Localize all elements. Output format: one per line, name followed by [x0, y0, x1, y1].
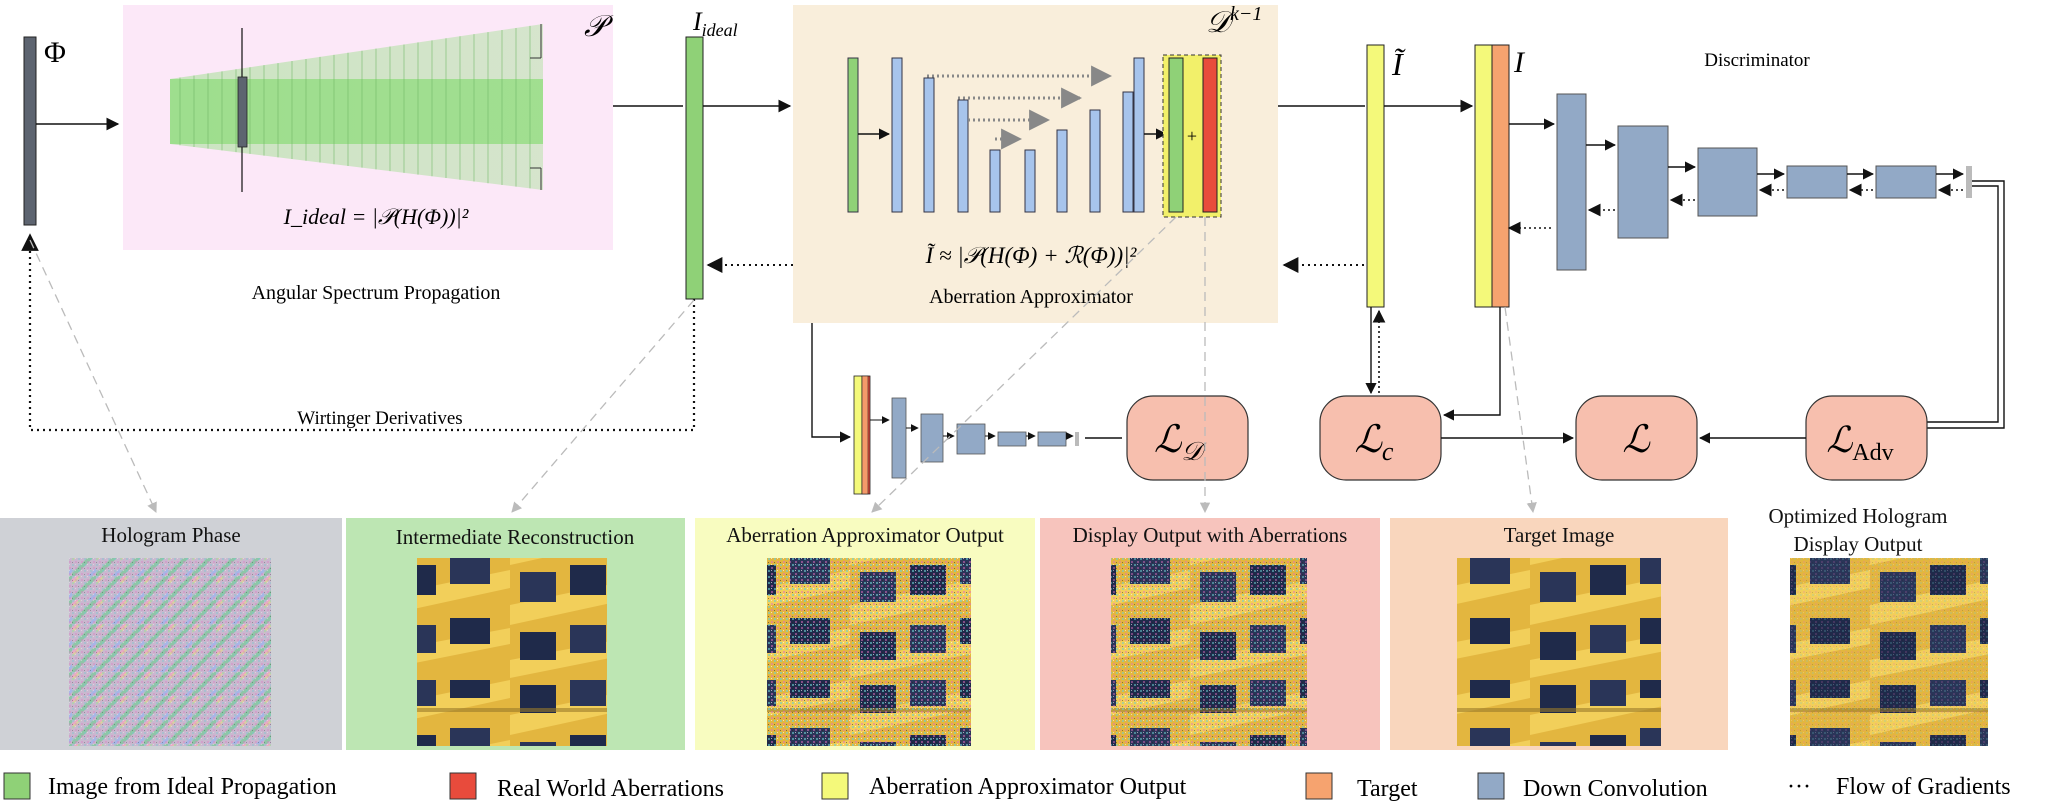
i-tilde-bar — [1366, 44, 1385, 308]
asp-label: Angular Spectrum Propagation — [252, 282, 501, 304]
legend: Image from Ideal Propagation Real World … — [3, 772, 2011, 802]
aa-mini-network — [811, 323, 1122, 495]
concat-yellow-bar — [1474, 44, 1493, 308]
aa-plus-sign: + — [1187, 126, 1197, 146]
asp-formula: I_ideal = |𝒫(H(Φ))|² — [283, 204, 469, 229]
unet-bar — [1133, 57, 1145, 213]
unet-bar — [1024, 149, 1036, 213]
svg-text:Target: Target — [1357, 776, 1418, 802]
aa-output-green-bar — [1168, 57, 1184, 213]
loss-total-box: ℒ — [1575, 395, 1698, 481]
svg-text:Hologram Phase: Hologram Phase — [101, 523, 240, 547]
svg-text:ℒ: ℒ — [1622, 419, 1651, 461]
unet-bar — [989, 149, 1001, 213]
unet-bar — [1056, 129, 1068, 213]
aa-label: Aberration Approximator — [929, 286, 1133, 308]
panel-aa-output: Aberration Approximator Output — [695, 518, 1035, 750]
svg-text:ℒc: ℒc — [1355, 419, 1394, 466]
i-target-symbol: I — [1513, 46, 1526, 79]
i-ideal-bar — [685, 36, 704, 300]
legend-item-target: Target — [1305, 772, 1418, 802]
unet-bar — [847, 57, 859, 213]
svg-text:Target Image: Target Image — [1504, 523, 1615, 547]
svg-text:Optimized Hologram: Optimized Hologram — [1768, 504, 1947, 528]
wirtinger-loop — [21, 233, 696, 432]
unet-bar — [891, 57, 903, 213]
svg-text:Intermediate Reconstruction: Intermediate Reconstruction — [396, 525, 635, 549]
loss-d-box: ℒ𝒟 — [1126, 395, 1249, 481]
svg-text:Image from Ideal Propagation: Image from Ideal Propagation — [48, 774, 337, 800]
phi-symbol: Φ — [44, 36, 66, 69]
unet-bar — [1122, 91, 1134, 213]
aa-output-red-bar — [1202, 57, 1218, 213]
loss-adv-box: ℒAdv — [1805, 395, 1928, 481]
i-ideal-symbol: Iideal — [692, 7, 738, 40]
svg-text:Real World Aberrations: Real World Aberrations — [497, 776, 724, 802]
panel-hologram-phase: Hologram Phase — [0, 518, 342, 750]
unet-bar — [923, 77, 935, 213]
panel-target-image: Target Image — [1390, 518, 1728, 750]
legend-item-down-convolution: Down Convolution — [1477, 772, 1708, 802]
svg-text:Display Output with Aberration: Display Output with Aberrations — [1073, 523, 1348, 547]
unet-encoder-decoder — [847, 57, 1168, 213]
target-to-lc-arrow — [1442, 307, 1501, 421]
svg-text:Flow of Gradients: Flow of Gradients — [1836, 774, 2011, 800]
unet-bar — [957, 99, 969, 213]
panel-display-with-aberrations: Display Output with Aberrations — [1040, 518, 1380, 750]
panel-final-output: Optimized Hologram Display Output — [1768, 504, 1988, 746]
svg-text:···: ··· — [1787, 774, 1811, 800]
panel-intermediate-reconstruction: Intermediate Reconstruction — [346, 518, 685, 750]
legend-item-aberrations: Real World Aberrations — [449, 772, 724, 802]
discriminator-label: Discriminator — [1704, 50, 1810, 71]
svg-text:Aberration Approximator Output: Aberration Approximator Output — [869, 774, 1187, 800]
propagation-beam — [170, 24, 543, 192]
unet-bar — [1089, 109, 1101, 213]
svg-text:Display Output: Display Output — [1794, 532, 1923, 556]
intermediate-reconstruction-image — [417, 558, 607, 746]
svg-text:ℒAdv: ℒAdv — [1826, 420, 1893, 466]
discriminator-network — [1507, 93, 2005, 429]
svg-text:Aberration Approximator Output: Aberration Approximator Output — [726, 523, 1004, 547]
svg-text:Down Convolution: Down Convolution — [1523, 776, 1708, 802]
aa-formula: Ĩ ≈ |𝒫(H(Φ) + ℛ(Φ))|² — [925, 243, 1138, 268]
concat-target-bar — [1491, 44, 1510, 308]
legend-item-ideal: Image from Ideal Propagation — [3, 772, 337, 800]
legend-item-gradients: ··· Flow of Gradients — [1787, 774, 2011, 800]
wirtinger-label: Wirtinger Derivatives — [297, 408, 462, 429]
legend-item-aa-output: Aberration Approximator Output — [821, 772, 1187, 800]
target-image — [1457, 558, 1661, 746]
loss-c-box: ℒc — [1319, 395, 1442, 481]
panel-callouts — [29, 216, 1537, 514]
i-tilde-symbol: Ĩ — [1391, 46, 1406, 82]
aa-d-symbol: 𝒟k−1 — [1206, 3, 1262, 39]
phase-slm-bar — [23, 36, 37, 226]
